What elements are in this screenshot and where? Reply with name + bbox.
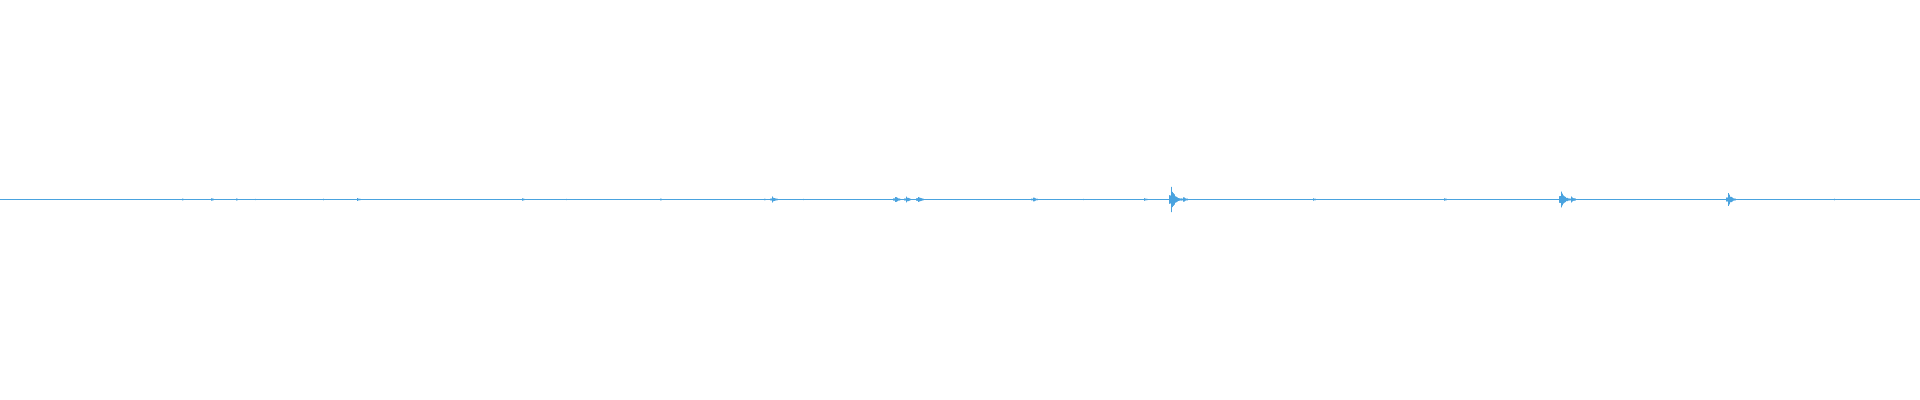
waveform-trace xyxy=(0,186,1920,213)
